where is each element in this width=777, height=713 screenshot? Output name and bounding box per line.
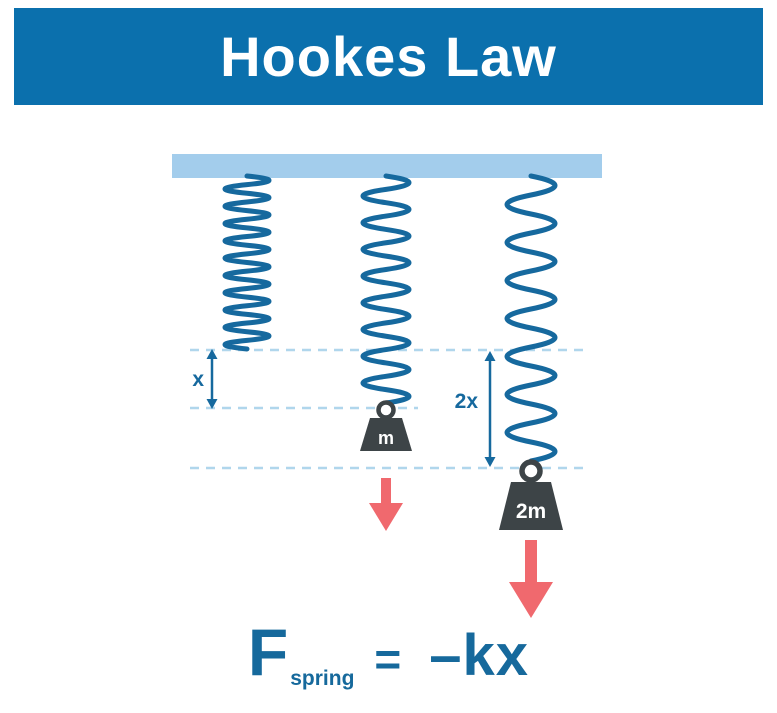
spring-mass-2m xyxy=(504,173,558,464)
weight-m-label: m xyxy=(378,428,394,448)
arrow-down-icon xyxy=(484,457,496,467)
formula-equals: = xyxy=(374,633,402,685)
weight-2m-body xyxy=(499,482,563,530)
page-title: Hookes Law xyxy=(220,25,557,88)
weight-2m-hook-icon xyxy=(519,459,543,483)
weight-m-body xyxy=(360,418,412,451)
arrow-down-icon xyxy=(206,399,218,409)
title-banner: Hookes Law xyxy=(14,8,763,105)
spring-unloaded xyxy=(222,173,272,352)
arrow-up-icon xyxy=(484,351,496,361)
weight-m: m xyxy=(360,400,412,451)
displacement-2x-label: 2x xyxy=(455,390,479,413)
force-arrow-2m-icon xyxy=(509,540,553,618)
arrow-up-icon xyxy=(206,349,218,359)
displacement-2x-arrow xyxy=(484,351,496,467)
spring-mass-m xyxy=(360,173,412,406)
hookes-law-formula: F spring = –kx xyxy=(0,614,777,690)
formula-force-symbol: F xyxy=(247,615,289,689)
weight-m-hook-icon xyxy=(376,400,396,420)
force-arrow-m-icon xyxy=(369,478,403,531)
displacement-x-arrow xyxy=(206,349,218,409)
weight-2m: 2m xyxy=(499,459,563,530)
weight-2m-label: 2m xyxy=(516,500,546,523)
displacement-x-label: x xyxy=(192,368,204,391)
formula-subscript: spring xyxy=(290,667,355,690)
formula-expression: –kx xyxy=(429,623,530,688)
